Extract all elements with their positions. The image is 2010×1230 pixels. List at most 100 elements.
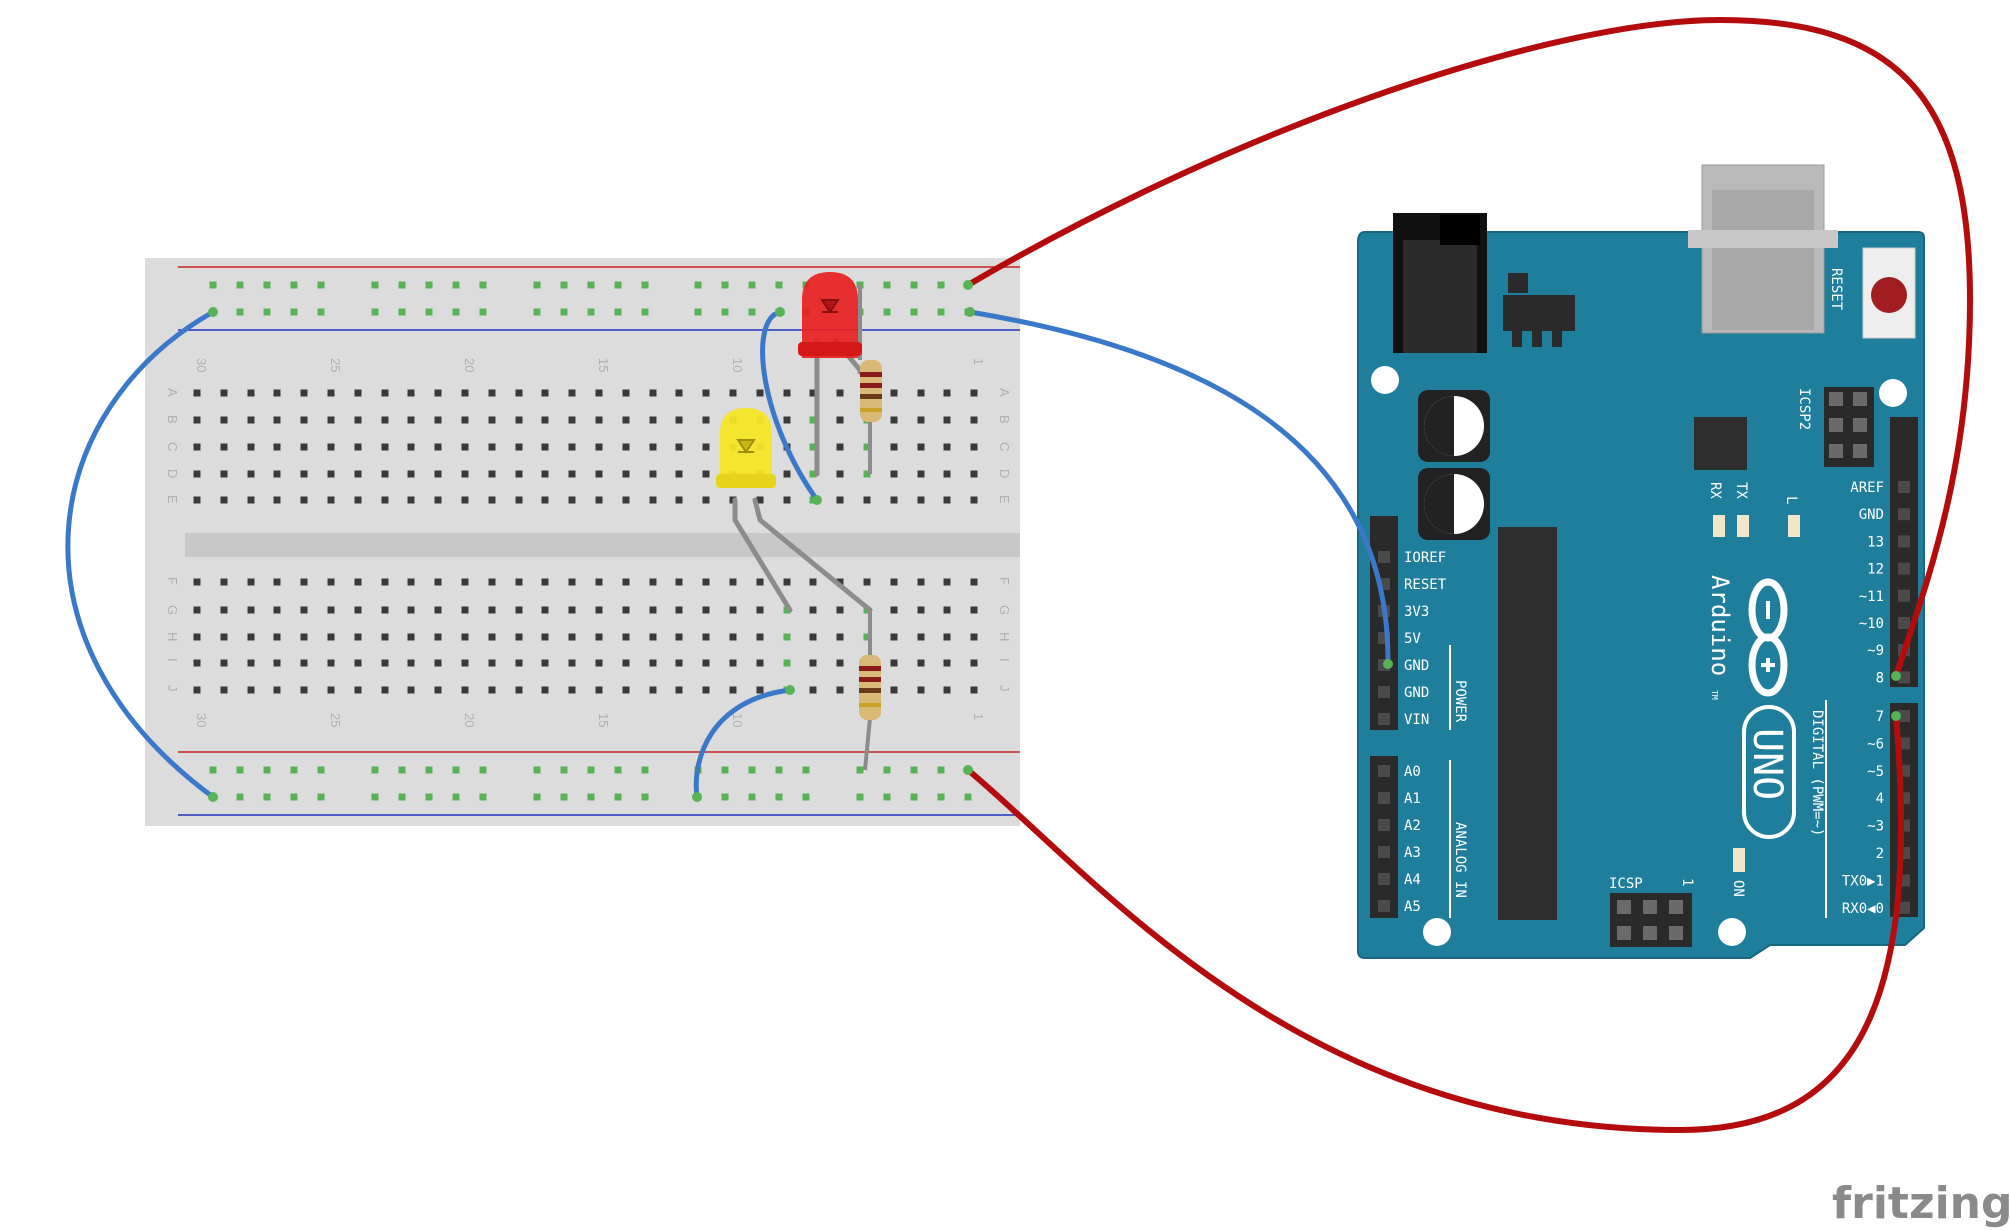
rail-hole	[641, 766, 649, 774]
header-pin	[1378, 819, 1390, 831]
breadboard-hole	[193, 443, 201, 451]
reset-button[interactable]	[1862, 247, 1916, 339]
rail-hole	[721, 308, 729, 316]
rail-hole	[317, 793, 325, 801]
header-pin	[1898, 671, 1910, 684]
breadboard-hole	[488, 496, 496, 504]
rail-hole	[236, 308, 244, 316]
breadboard-hole	[354, 606, 362, 614]
breadboard-hole	[943, 633, 951, 641]
row-letter-right: C	[997, 442, 1012, 451]
breadboard-hole	[783, 659, 791, 667]
breadboard-hole	[273, 443, 281, 451]
rail-hole	[748, 766, 756, 774]
rail-hole	[560, 766, 568, 774]
breadboard-hole	[863, 470, 871, 478]
breadboard-hole	[622, 496, 630, 504]
arduino-brand: Arduino	[1706, 575, 1734, 676]
breadboard-hole	[300, 606, 308, 614]
rail-hole	[533, 793, 541, 801]
breadboard-hole	[488, 443, 496, 451]
rail-hole	[641, 793, 649, 801]
breadboard-hole	[756, 578, 764, 586]
breadboard-hole	[220, 633, 228, 641]
wire-blue-bottom-jumper	[693, 687, 793, 800]
rail-hole	[614, 308, 622, 316]
breadboard-hole	[434, 659, 442, 667]
breadboard-hole	[220, 416, 228, 424]
breadboard-hole	[702, 389, 710, 397]
wire-end	[1383, 659, 1393, 669]
breadboard-hole	[595, 633, 603, 641]
rail-hole	[560, 308, 568, 316]
breadboard-hole	[917, 606, 925, 614]
breadboard-hole	[890, 578, 898, 586]
header-pin	[1898, 710, 1910, 722]
breadboard-hole	[354, 578, 362, 586]
row-letter-right: I	[997, 658, 1012, 662]
pin-label: 7	[1876, 709, 1884, 725]
breadboard-hole	[649, 389, 657, 397]
breadboard-hole	[863, 496, 871, 504]
breadboard-hole	[622, 578, 630, 586]
breadboard-hole	[783, 389, 791, 397]
breadboard-hole	[836, 416, 844, 424]
breadboard-hole	[381, 633, 389, 641]
breadboard-hole	[381, 389, 389, 397]
breadboard-hole	[273, 470, 281, 478]
breadboard-hole	[702, 496, 710, 504]
breadboard-hole	[809, 686, 817, 694]
breadboard-hole	[247, 470, 255, 478]
breadboard-hole	[354, 659, 362, 667]
pin-label: IOREF	[1404, 550, 1446, 566]
breadboard-hole	[863, 443, 871, 451]
wire-red-5v-to-pin8	[965, 16, 1974, 679]
breadboard-hole	[273, 606, 281, 614]
rail-hole	[371, 281, 379, 289]
column-number-bottom: 10	[730, 713, 745, 727]
rail-hole	[641, 281, 649, 289]
rail-hole	[856, 793, 864, 801]
red-led	[798, 272, 862, 358]
breadboard-hole	[917, 686, 925, 694]
rail-hole	[721, 793, 729, 801]
wire-end	[208, 307, 218, 317]
rail-hole	[371, 793, 379, 801]
breadboard-hole	[836, 578, 844, 586]
breadboard-hole	[461, 470, 469, 478]
breadboard-hole	[515, 578, 523, 586]
icsp-label: ICSP	[1609, 876, 1643, 892]
breadboard-hole	[702, 606, 710, 614]
breadboard-hole	[273, 633, 281, 641]
breadboard-hole	[649, 578, 657, 586]
breadboard-hole	[193, 416, 201, 424]
breadboard-hole	[247, 443, 255, 451]
wire-end	[785, 685, 795, 695]
rail-hole	[236, 793, 244, 801]
analog-header	[1370, 756, 1398, 918]
rail-hole	[263, 793, 271, 801]
breadboard-hole	[917, 633, 925, 641]
breadboard-hole	[541, 443, 549, 451]
rail-hole	[937, 308, 945, 316]
yellow-led-leg-2	[752, 497, 873, 613]
breadboard-hole	[943, 443, 951, 451]
rail-hole	[937, 281, 945, 289]
breadboard-hole	[434, 416, 442, 424]
breadboard-hole	[568, 578, 576, 586]
breadboard-hole	[729, 389, 737, 397]
breadboard-hole	[809, 389, 817, 397]
breadboard-hole	[702, 686, 710, 694]
breadboard-hole	[407, 578, 415, 586]
rail-hole	[964, 793, 972, 801]
row-letter-left: D	[165, 469, 180, 478]
breadboard-hole	[461, 443, 469, 451]
breadboard-hole	[622, 686, 630, 694]
atmega-chip	[1498, 527, 1557, 920]
tx-label: TX	[1733, 482, 1749, 499]
rail-hole	[290, 281, 298, 289]
breadboard-hole	[943, 578, 951, 586]
breadboard-hole	[407, 606, 415, 614]
